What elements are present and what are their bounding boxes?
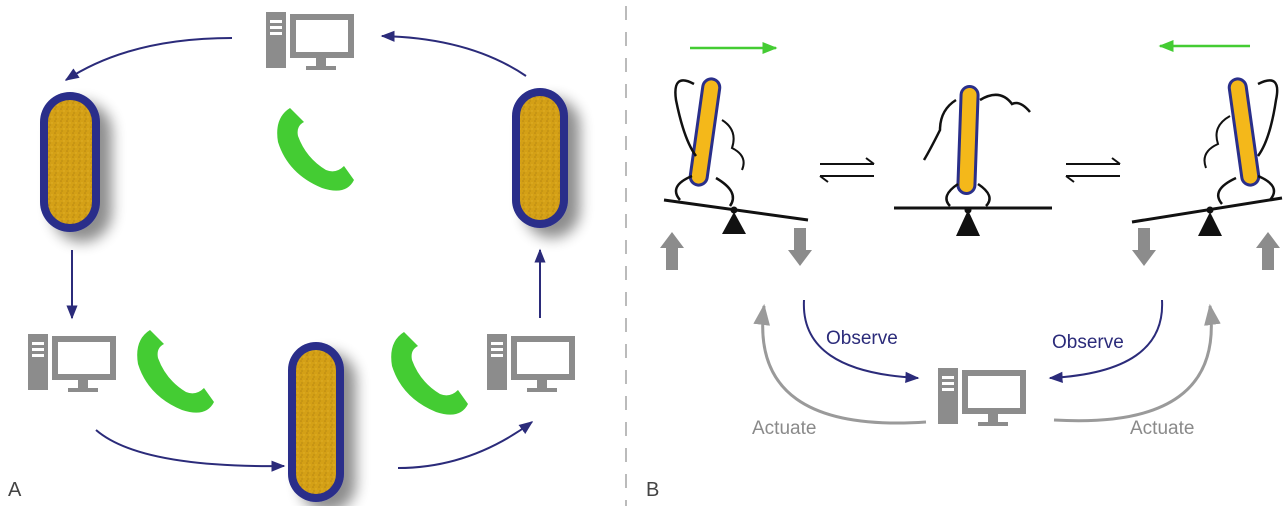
phone-icon <box>277 108 354 191</box>
arrow-bottom-left <box>95 429 286 472</box>
actuate-arrow-left <box>753 303 927 425</box>
gray-arrow-down-right <box>1132 228 1156 266</box>
phone-icon <box>391 332 468 415</box>
bacterium-cell-right <box>512 88 568 228</box>
actuate-label-right: Actuate <box>1130 418 1194 439</box>
phone-icon <box>137 330 215 413</box>
bacterium-cell-left <box>40 92 100 232</box>
computer-icon <box>266 12 354 70</box>
bacterium-cell <box>956 84 980 196</box>
arrow-top-left <box>64 37 233 81</box>
seesaw-left <box>663 76 809 234</box>
gray-arrow-up-left <box>660 232 684 270</box>
bacterium-cell <box>1226 76 1262 188</box>
arrow-bottom-right <box>397 421 534 469</box>
panel-b: Observe Observe Actuate Actuate B <box>646 40 1283 501</box>
actuate-label-left: Actuate <box>752 418 816 439</box>
gray-arrow-up-right <box>1256 232 1280 270</box>
gray-arrow-down-left <box>788 228 812 266</box>
equilibrium-arrows-icon <box>819 157 875 183</box>
computer-icon <box>938 368 1026 426</box>
arrow-top-right <box>380 30 527 77</box>
seesaw-middle <box>894 84 1052 236</box>
observe-label-right: Observe <box>1052 332 1124 353</box>
computer-icon <box>487 334 575 392</box>
bacterium-cell-bottom <box>288 342 344 502</box>
seesaw-right <box>1131 76 1283 236</box>
panel-label-a: A <box>8 479 22 501</box>
bacterium-cell <box>687 76 723 188</box>
observe-label-left: Observe <box>826 328 898 349</box>
panel-a: A <box>8 12 575 502</box>
actuate-arrow-right <box>1053 303 1221 423</box>
panel-label-b: B <box>646 479 659 501</box>
observe-arrow-left <box>802 299 920 383</box>
computer-icon <box>28 334 116 392</box>
equilibrium-arrows-icon <box>1065 157 1121 183</box>
observe-arrow-right <box>1048 299 1164 383</box>
